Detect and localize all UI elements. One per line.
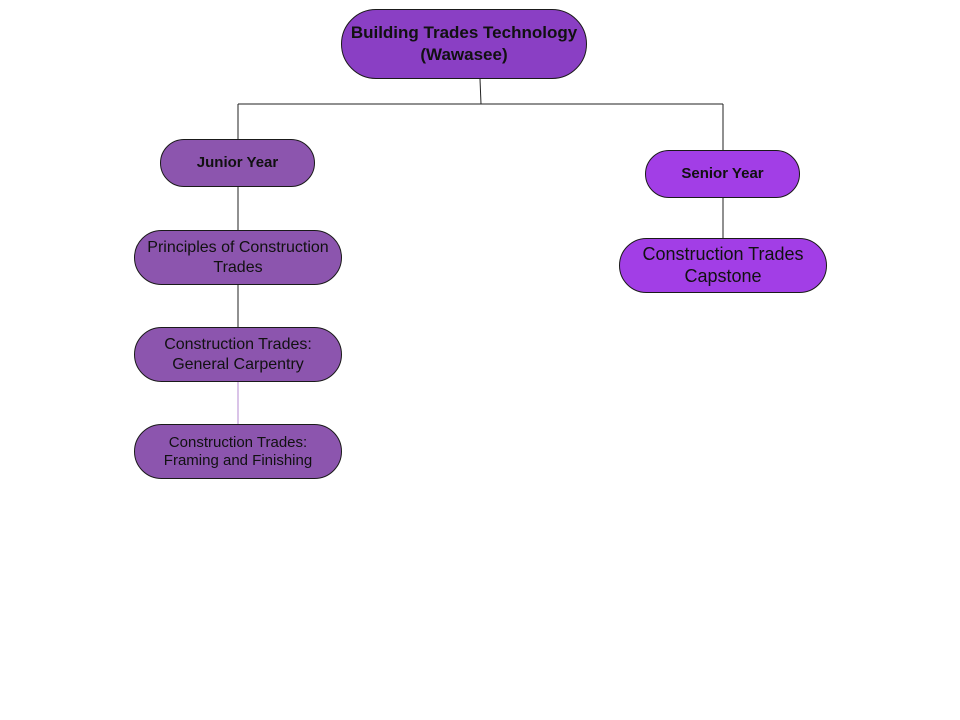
- junior-year-node: Junior Year: [160, 139, 315, 187]
- junior-year-label: Junior Year: [196, 154, 279, 171]
- course-label: Principles of Construction Trades: [147, 239, 329, 276]
- root-label: Building Trades Technology (Wawasee): [350, 22, 578, 64]
- course-label: Construction Trades: Framing and Finishi…: [163, 433, 313, 469]
- course-general-carpentry-node: Construction Trades: General Carpentry: [134, 327, 342, 382]
- course-label: Construction Trades: General Carpentry: [164, 336, 312, 373]
- course-capstone-node: Construction Trades Capstone: [619, 238, 827, 293]
- course-framing-finishing-node: Construction Trades: Framing and Finishi…: [134, 424, 342, 479]
- root-node: Building Trades Technology (Wawasee): [341, 9, 587, 79]
- course-principles-node: Principles of Construction Trades: [134, 230, 342, 285]
- senior-year-node: Senior Year: [645, 150, 800, 198]
- root-connector: [479, 78, 482, 105]
- senior-year-label: Senior Year: [681, 165, 764, 182]
- course-label: Construction Trades Capstone: [642, 243, 804, 286]
